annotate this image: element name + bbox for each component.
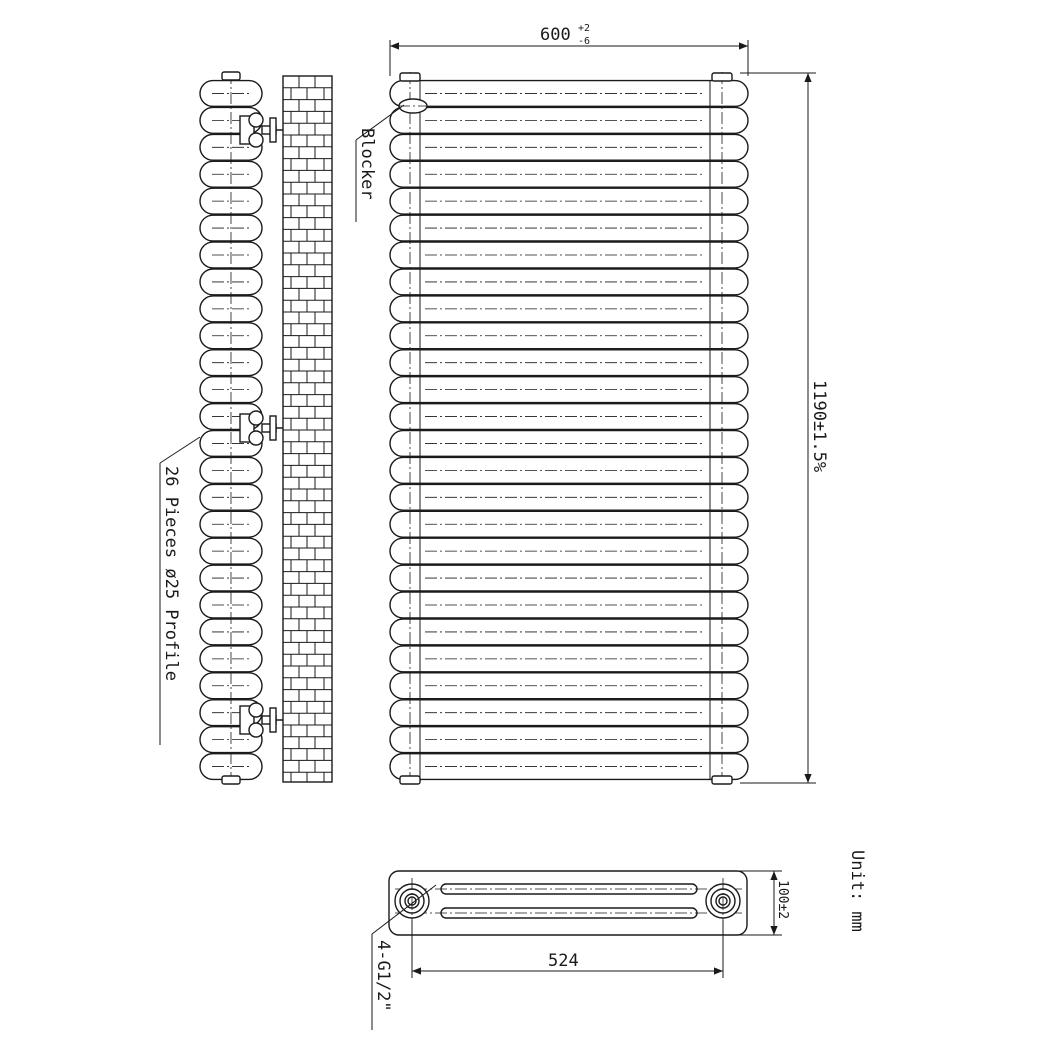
front-tube-stack — [389, 79, 749, 781]
height-value: 1190±1.5% — [809, 380, 829, 472]
connections-label: 4-G1/2" — [373, 940, 393, 1012]
unit-label: Unit: mm — [847, 850, 867, 932]
blocker-leader — [355, 104, 405, 141]
side-bottom-cap — [221, 775, 241, 785]
side-top-cap — [221, 71, 241, 81]
width-tol-upper: +2 — [578, 23, 590, 34]
width-value: 600 — [540, 25, 571, 45]
top-view: 4-G1/2" — [371, 870, 748, 1030]
front-top-right-cap — [711, 72, 733, 82]
depth-dimension: 100±2 — [738, 870, 790, 936]
width-tol-lower: -6 — [578, 36, 590, 47]
brick-wall — [282, 75, 333, 783]
blocker-label: Blocker — [357, 128, 377, 200]
front-top-left-cap — [399, 72, 421, 82]
depth-value: 100±2 — [775, 880, 790, 919]
front-bottom-left-cap — [399, 775, 421, 785]
pieces-note: 26 Pieces ø25 Profile — [159, 436, 201, 745]
width-dimension: 600 +2 -6 — [389, 23, 749, 76]
front-view: Blocker — [355, 72, 749, 785]
center-value: 524 — [548, 951, 579, 971]
center-dimension: 524 — [411, 920, 724, 978]
pieces-label: 26 Pieces ø25 Profile — [161, 466, 181, 681]
top-view-outline — [388, 870, 748, 936]
height-dimension: 1190±1.5% — [740, 72, 829, 784]
front-bottom-right-cap — [711, 775, 733, 785]
